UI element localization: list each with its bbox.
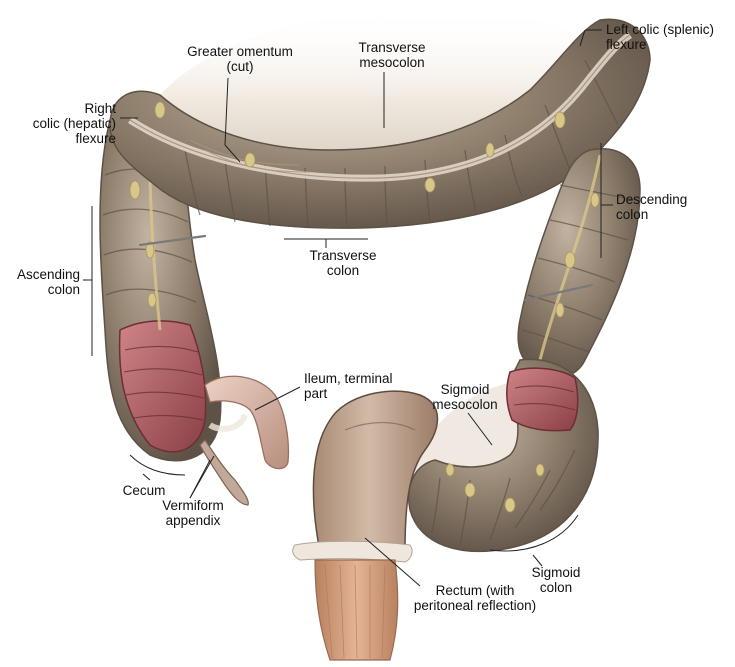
label-left-colic-flexure: Left colic (splenic) flexure (606, 22, 714, 52)
svg-text:mesocolon: mesocolon (359, 55, 424, 70)
label-sigmoid-colon: Sigmoid colon (532, 565, 581, 595)
sigmoid-colon-shape (408, 358, 599, 552)
label-ascending-colon: Ascending colon (17, 267, 80, 297)
svg-text:Ileum, terminal: Ileum, terminal (304, 371, 393, 386)
svg-text:Rectum (with: Rectum (with (436, 583, 515, 598)
label-transverse-mesocolon: Transverse mesocolon (358, 40, 425, 70)
svg-text:Right: Right (84, 101, 116, 116)
svg-text:Greater omentum: Greater omentum (187, 44, 293, 59)
label-transverse-colon: Transverse colon (309, 248, 376, 278)
label-sigmoid-mesocolon: Sigmoid mesocolon (432, 382, 497, 412)
svg-text:Cecum: Cecum (123, 483, 166, 498)
svg-text:Sigmoid: Sigmoid (532, 565, 581, 580)
svg-text:colon: colon (540, 580, 572, 595)
leader-lines (83, 29, 613, 587)
label-ileum: Ileum, terminal part (304, 371, 393, 401)
svg-text:colon: colon (327, 263, 359, 278)
svg-text:colon: colon (616, 207, 648, 222)
svg-text:part: part (304, 386, 328, 401)
transverse-colon-shape (109, 18, 651, 229)
svg-text:Transverse: Transverse (309, 248, 376, 263)
svg-text:Left colic (splenic): Left colic (splenic) (606, 22, 714, 37)
svg-text:appendix: appendix (166, 513, 221, 528)
svg-text:Sigmoid: Sigmoid (441, 382, 490, 397)
svg-text:peritoneal reflection): peritoneal reflection) (414, 598, 536, 613)
svg-text:flexure: flexure (75, 131, 116, 146)
label-vermiform-appendix: Vermiform appendix (162, 498, 224, 528)
svg-text:Transverse: Transverse (358, 40, 425, 55)
svg-text:Ascending: Ascending (17, 267, 80, 282)
svg-text:colon: colon (48, 282, 80, 297)
label-rectum: Rectum (with peritoneal reflection) (414, 583, 536, 613)
appendix-shape (199, 413, 249, 506)
svg-text:(cut): (cut) (227, 59, 254, 74)
svg-text:mesocolon: mesocolon (432, 397, 497, 412)
label-descending-colon: Descending colon (616, 192, 687, 222)
label-cecum: Cecum (123, 483, 166, 498)
fat-appendices (129, 101, 600, 513)
svg-text:Descending: Descending (616, 192, 687, 207)
svg-text:Vermiform: Vermiform (162, 498, 224, 513)
label-right-colic-flexure: Right colic (hepatic) flexure (33, 101, 117, 146)
rectum-shape (292, 390, 439, 661)
surgical-pins (138, 234, 594, 302)
ascending-colon-shape (99, 114, 222, 462)
label-greater-omentum: Greater omentum (cut) (187, 44, 293, 74)
svg-text:flexure: flexure (606, 37, 647, 52)
svg-text:colic (hepatic): colic (hepatic) (33, 116, 116, 131)
ileum-shape (204, 375, 290, 470)
